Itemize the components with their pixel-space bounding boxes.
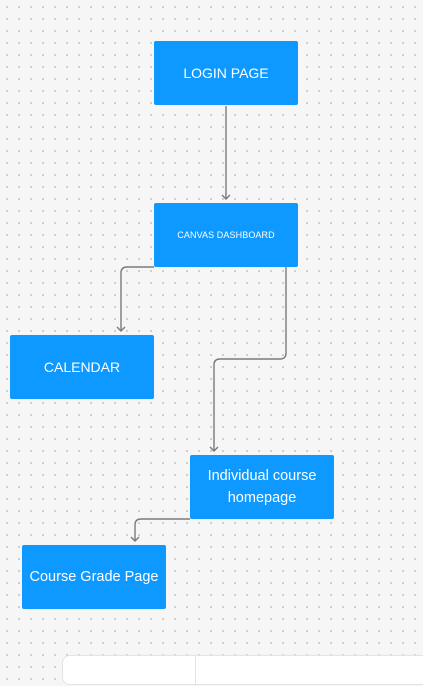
node-login-page[interactable]: LOGIN PAGE	[154, 41, 298, 105]
node-canvas-dashboard[interactable]: CANVAS DASHBOARD	[154, 203, 298, 267]
connector-dashboard-to-calendar[interactable]	[116, 266, 154, 332]
connector-course-to-grade[interactable]	[130, 518, 190, 542]
node-calendar[interactable]: CALENDAR	[10, 335, 154, 399]
node-course-grade-page[interactable]: Course Grade Page	[22, 545, 166, 609]
connector-dashboard-to-course[interactable]	[209, 267, 287, 452]
node-canvas-dashboard-label: CANVAS DASHBOARD	[177, 230, 275, 240]
diagram-canvas: LOGIN PAGE CANVAS DASHBOARD CALENDAR Ind…	[10, 41, 423, 686]
bottom-toolbar[interactable]	[62, 655, 423, 686]
node-course-grade-page-label: Course Grade Page	[29, 569, 159, 585]
node-login-page-label: LOGIN PAGE	[183, 65, 269, 81]
toolbar-divider	[195, 656, 196, 686]
node-individual-course-homepage[interactable]: Individual course homepage	[190, 455, 334, 519]
node-calendar-label: CALENDAR	[43, 359, 121, 375]
node-individual-course-homepage-label: Individual course homepage	[207, 468, 317, 506]
